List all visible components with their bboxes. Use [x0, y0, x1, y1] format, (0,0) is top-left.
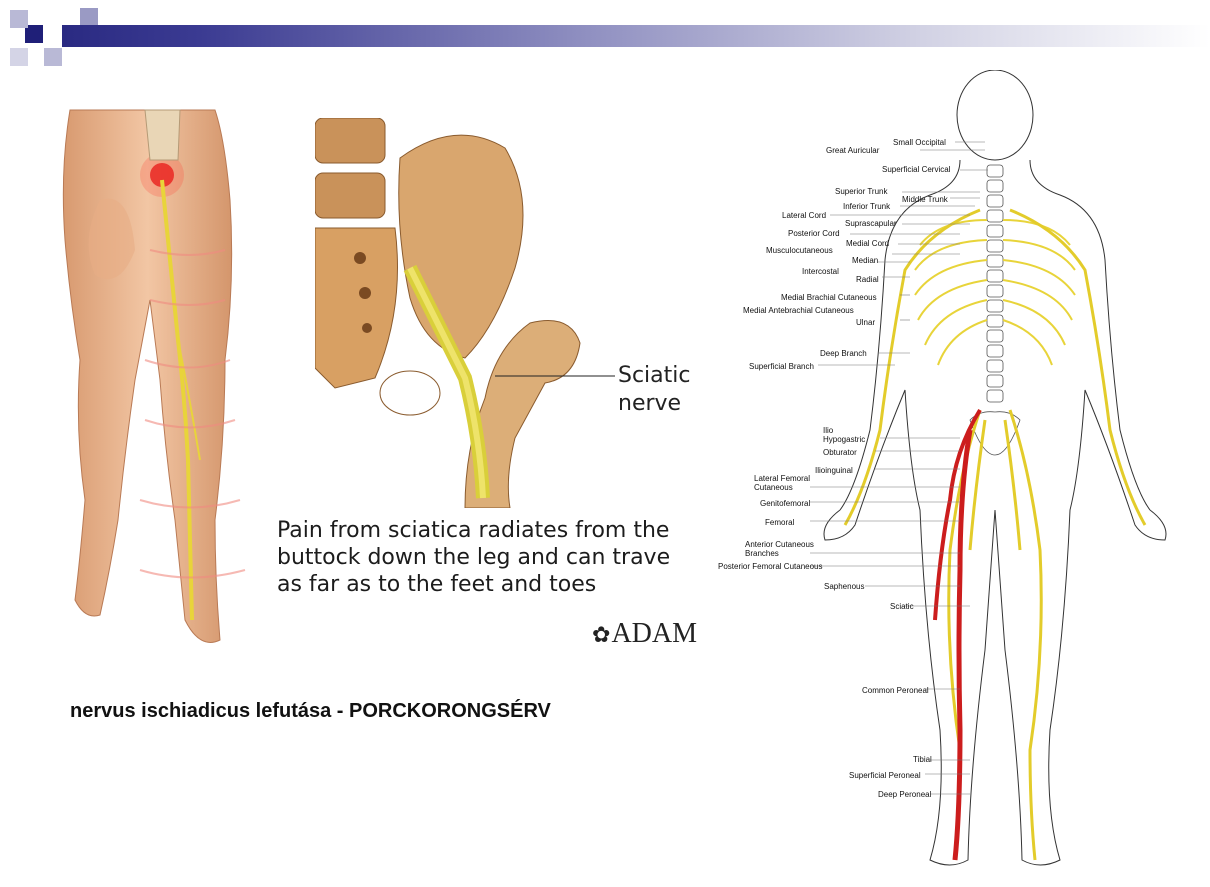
sciatica-caption: Pain from sciatica radiates from the but…	[277, 517, 717, 598]
label-medial-antebrachial-cutaneous: Medial Antebrachial Cutaneous	[743, 306, 854, 315]
label-superior-trunk: Superior Trunk	[835, 187, 887, 196]
label-anterior-cutaneous: Anterior Cutaneous	[745, 540, 814, 549]
label-ulnar: Ulnar	[856, 318, 875, 327]
label-great-auricular: Great Auricular	[826, 146, 879, 155]
label-radial: Radial	[856, 275, 879, 284]
leaf-icon: ✿	[592, 622, 610, 647]
header-square-light	[10, 10, 28, 28]
slide-title-main: nervus ischiadicus lefutása -	[70, 700, 349, 722]
label-femoral: Femoral	[765, 518, 794, 527]
label-superficial-branch: Superficial Branch	[749, 362, 814, 371]
label-superficial-peroneal: Superficial Peroneal	[849, 771, 921, 780]
header-square-mid	[80, 8, 98, 26]
sciatic-nerve-label: Sciatic nerve	[618, 362, 691, 418]
label-posterior-femoral-cutaneous: Posterior Femoral Cutaneous	[718, 562, 823, 571]
label-tibial: Tibial	[913, 755, 932, 764]
label-medial-cord: Medial Cord	[846, 239, 889, 248]
pelvis-sciatic-nerve-illustration	[315, 118, 615, 508]
adam-logo: ✿ADAM	[592, 618, 697, 650]
header-square-lower	[44, 48, 62, 66]
header-square-small	[10, 48, 28, 66]
label-small-occipital: Small Occipital	[893, 138, 946, 147]
label-deep-branch: Deep Branch	[820, 349, 867, 358]
label-cutaneous: Cutaneous	[754, 483, 793, 492]
label-ilioinguinal: Ilioinguinal	[815, 466, 853, 475]
slide-title-emphasis: PORCKORONGSÉRV	[349, 700, 551, 722]
label-suprascapular: Suprascapular	[845, 219, 897, 228]
label-ilio: Ilio	[823, 426, 833, 435]
label-intercostal: Intercostal	[802, 267, 839, 276]
leg-sciatica-illustration	[40, 100, 260, 660]
label-musculocutaneous: Musculocutaneous	[766, 246, 833, 255]
label-posterior-cord: Posterior Cord	[788, 229, 840, 238]
label-inferior-trunk: Inferior Trunk	[843, 202, 890, 211]
label-medial-brachial-cutaneous: Medial Brachial Cutaneous	[781, 293, 877, 302]
label-deep-peroneal: Deep Peroneal	[878, 790, 931, 799]
label-saphenous: Saphenous	[824, 582, 864, 591]
label-obturator: Obturator	[823, 448, 857, 457]
slide-title: nervus ischiadicus lefutása - PORCKORONG…	[70, 700, 551, 723]
label-lateral-cord: Lateral Cord	[782, 211, 826, 220]
label-genitofemoral: Genitofemoral	[760, 499, 810, 508]
label-hypogastric: Hypogastric	[823, 435, 865, 444]
label-superficial-cervical: Superficial Cervical	[882, 165, 950, 174]
label-median: Median	[852, 256, 878, 265]
label-middle-trunk: Middle Trunk	[902, 195, 948, 204]
label-lateral-femoral: Lateral Femoral	[754, 474, 810, 483]
label-common-peroneal: Common Peroneal	[862, 686, 929, 695]
label-branches: Branches	[745, 549, 779, 558]
header-gradient-bar	[62, 25, 1210, 47]
label-sciatic: Sciatic	[890, 602, 914, 611]
